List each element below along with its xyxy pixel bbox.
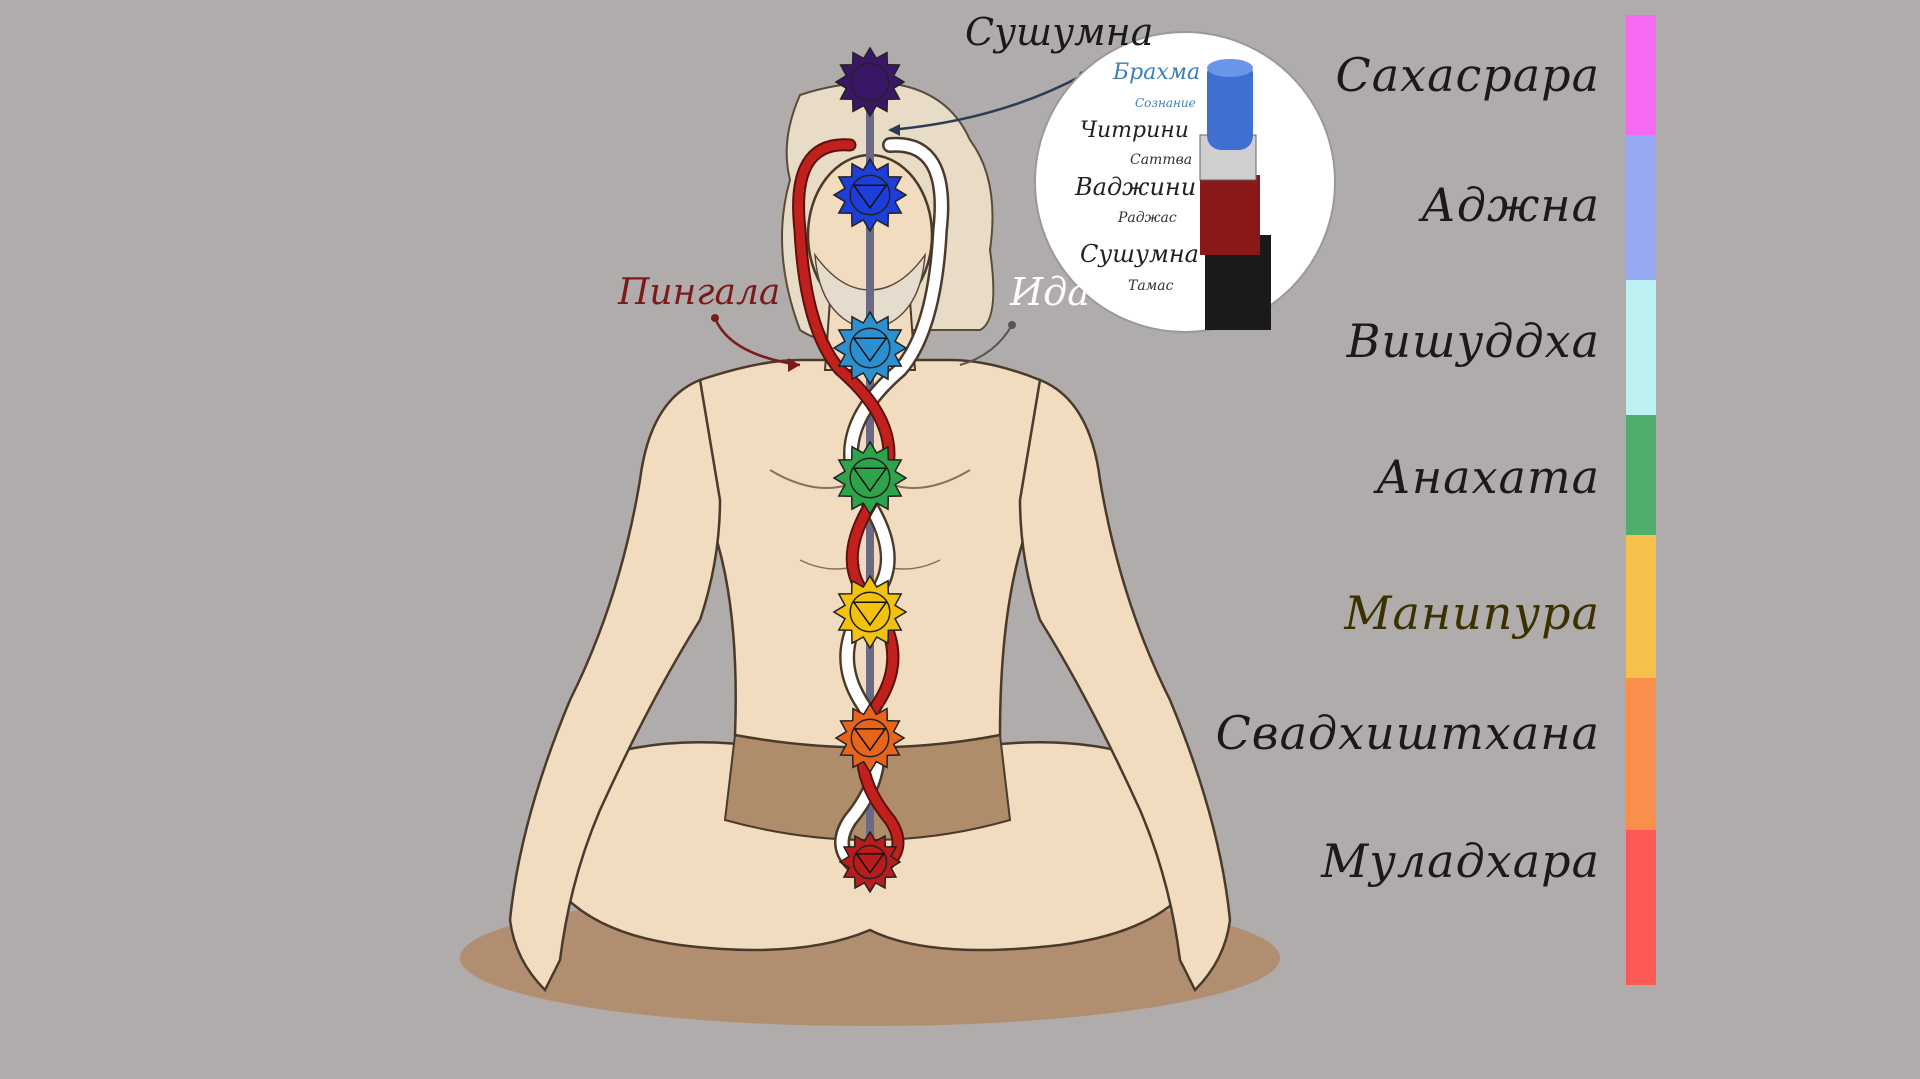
color-bar-segment [1626, 280, 1656, 415]
brahma-layer [1207, 60, 1253, 150]
chakra-symbol [834, 46, 906, 118]
inset-vajini: Ваджини [1075, 173, 1197, 201]
sushumna-title: Сушумна [965, 10, 1154, 54]
label-vishuddha: Вишуддха [1346, 314, 1600, 368]
inset-brahma: Брахма [1113, 60, 1201, 85]
color-bar-segment [1626, 135, 1656, 280]
label-manipura: Манипура [1344, 586, 1600, 640]
inset-sushumna-sub: Тамас [1128, 278, 1174, 294]
label-anahata: Анахата [1376, 450, 1600, 504]
chakra-symbol [832, 440, 908, 516]
inset-sushumna: Сушумна [1080, 240, 1199, 268]
pingala-title: Пингала [618, 272, 781, 313]
label-sahasrara: Сахасрара [1335, 48, 1600, 102]
ida-pointer [959, 324, 1013, 366]
inset-chitrini: Читрини [1080, 118, 1189, 143]
label-svadhishthana: Свадхиштхана [1215, 706, 1600, 760]
color-bar-segment [1626, 415, 1656, 535]
chakra-symbol [834, 702, 906, 774]
color-bar-segment [1626, 535, 1656, 678]
inset-brahma-sub: Сознание [1135, 96, 1196, 110]
label-muladhara: Муладхара [1321, 834, 1600, 888]
label-ajna: Аджна [1420, 178, 1600, 232]
chakra-symbols [832, 46, 908, 894]
pingala-pointer [713, 317, 801, 367]
color-bar-segment [1626, 678, 1656, 830]
color-bar-segment [1626, 15, 1656, 135]
chakra-symbol [832, 157, 908, 233]
chakra-symbol [832, 574, 908, 650]
rajas-layer [1200, 175, 1260, 255]
inset-vajini-sub: Раджас [1118, 210, 1177, 226]
ida-title: Ида [1010, 270, 1090, 314]
chakra-color-bar [1626, 15, 1656, 985]
color-bar-segment [1626, 830, 1656, 985]
chakra-symbol [832, 310, 908, 386]
sushumna-layers-inset [1034, 31, 1336, 333]
inset-chitrini-sub: Саттва [1130, 152, 1193, 168]
sushumna-pointer [889, 73, 1084, 132]
chakra-symbol [838, 830, 902, 894]
